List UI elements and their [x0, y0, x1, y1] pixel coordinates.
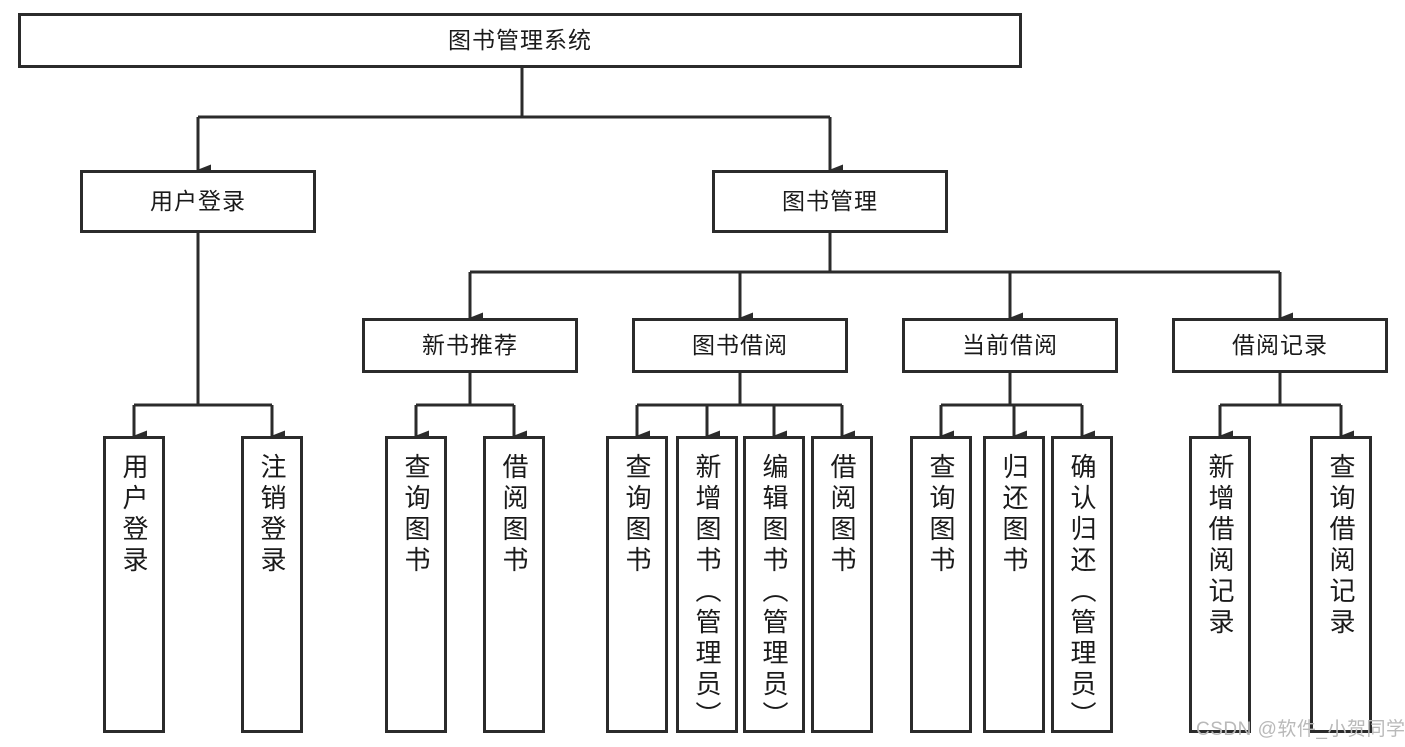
node-l-queryrec[interactable]: 查询借阅记录 [1310, 436, 1372, 733]
node-l-addbook[interactable]: 新增图书（管理员） [676, 436, 738, 733]
node-l-borrow2[interactable]: 借阅图书 [811, 436, 873, 733]
node-label: 查询图书 [401, 453, 431, 577]
node-label: 归还图书 [999, 453, 1029, 577]
node-label: 用户登录 [150, 187, 246, 214]
node-root[interactable]: 图书管理系统 [18, 13, 1022, 68]
node-l-query3[interactable]: 查询图书 [910, 436, 972, 733]
node-l-login[interactable]: 用户登录 [103, 436, 165, 733]
node-newbook[interactable]: 新书推荐 [362, 318, 578, 373]
node-label: 注销登录 [257, 453, 287, 577]
node-l-confirm[interactable]: 确认归还（管理员） [1051, 436, 1113, 733]
node-records[interactable]: 借阅记录 [1172, 318, 1388, 373]
node-l-addrec[interactable]: 新增借阅记录 [1189, 436, 1251, 733]
node-label: 图书借阅 [692, 331, 788, 358]
node-l-borrow1[interactable]: 借阅图书 [483, 436, 545, 733]
node-label: 新书推荐 [422, 331, 518, 358]
node-label: 借阅图书 [827, 453, 857, 577]
edge-group [132, 68, 1354, 442]
node-label: 借阅记录 [1232, 331, 1328, 358]
node-label: 查询借阅记录 [1326, 453, 1356, 639]
node-label: 编辑图书（管理员） [759, 453, 789, 732]
node-login[interactable]: 用户登录 [80, 170, 316, 233]
node-label: 图书管理系统 [448, 26, 592, 53]
node-l-logout[interactable]: 注销登录 [241, 436, 303, 733]
node-current[interactable]: 当前借阅 [902, 318, 1118, 373]
node-label: 确认归还（管理员） [1067, 453, 1097, 732]
node-label: 借阅图书 [499, 453, 529, 577]
node-bookmgmt[interactable]: 图书管理 [712, 170, 948, 233]
node-l-editbook[interactable]: 编辑图书（管理员） [743, 436, 805, 733]
node-label: 查询图书 [622, 453, 652, 577]
node-l-query1[interactable]: 查询图书 [385, 436, 447, 733]
node-label: 新增图书（管理员） [692, 453, 722, 732]
node-l-query2[interactable]: 查询图书 [606, 436, 668, 733]
node-borrow[interactable]: 图书借阅 [632, 318, 848, 373]
node-label: 查询图书 [926, 453, 956, 577]
node-label: 图书管理 [782, 187, 878, 214]
node-label: 当前借阅 [962, 331, 1058, 358]
node-label: 新增借阅记录 [1205, 453, 1235, 639]
watermark-text: CSDN @软件_小贺同学 [1196, 719, 1405, 740]
node-l-return[interactable]: 归还图书 [983, 436, 1045, 733]
node-label: 用户登录 [119, 453, 149, 577]
